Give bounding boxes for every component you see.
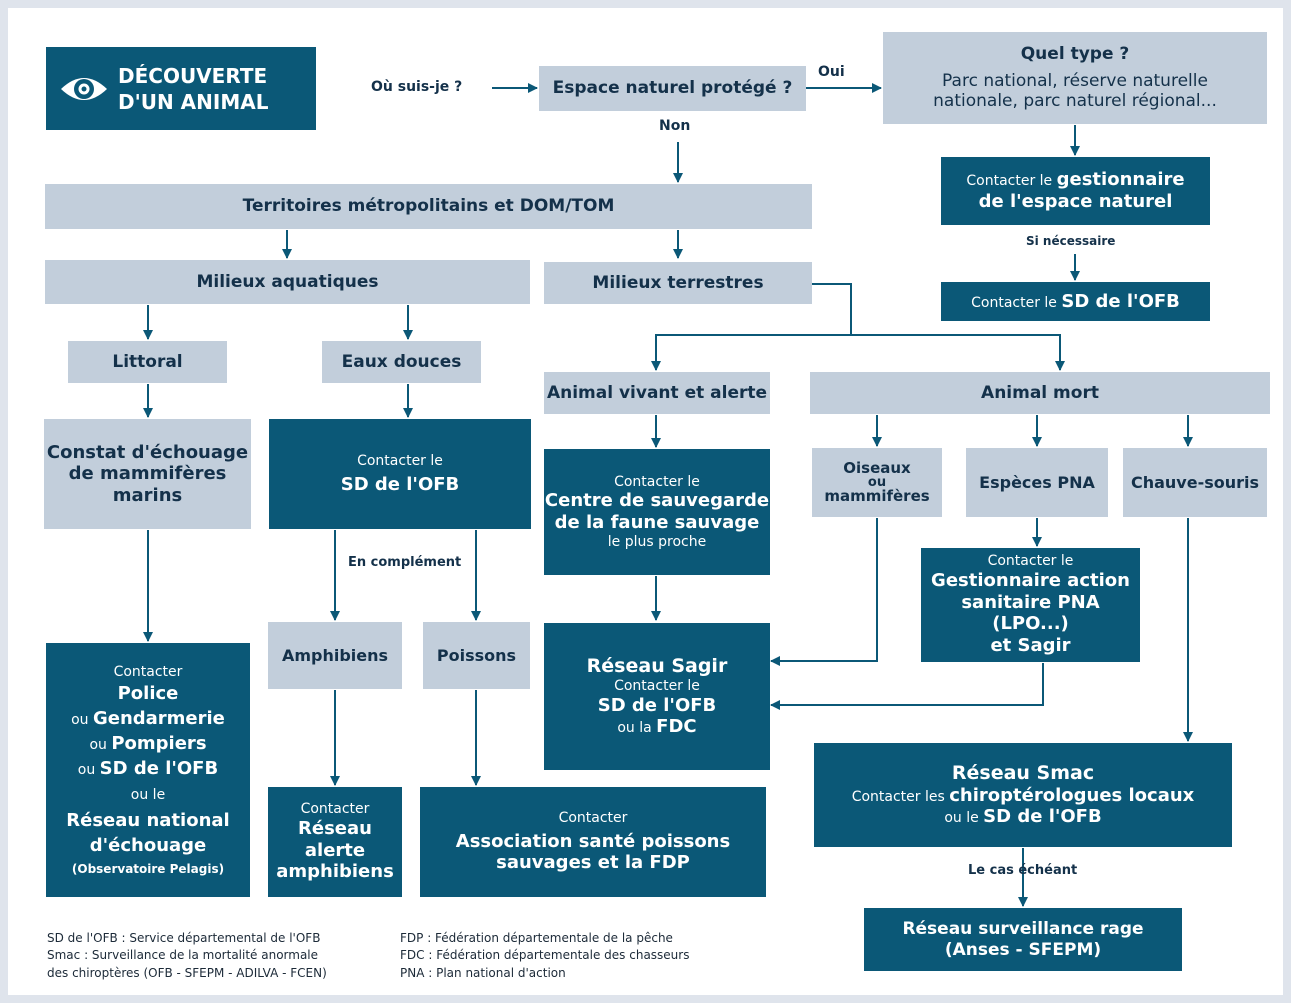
header-line1: DÉCOUVERTE bbox=[118, 63, 268, 88]
oiseaux-mammiferes-box: Oiseaux ou mammifères bbox=[812, 448, 942, 517]
centre-sauvegarde-box: Contacter le Centre de sauvegarde de la … bbox=[544, 449, 770, 575]
constat-box: Constat d'échouage de mammifères marins bbox=[44, 419, 251, 529]
eye-icon bbox=[58, 69, 110, 109]
quel-type-box: Quel type ? Parc national, réserve natur… bbox=[883, 32, 1267, 124]
association-sante-poissons-box: Contacter Association santé poissons sau… bbox=[420, 787, 766, 897]
reseau-rage-box: Réseau surveillance rage (Anses - SFEPM) bbox=[864, 908, 1182, 971]
gestionnaire-box: Contacter le gestionnaire de l'espace na… bbox=[941, 157, 1210, 225]
label-le-cas-echeant: Le cas échéant bbox=[968, 863, 1078, 878]
reseau-alerte-amphibiens-box: Contacter Réseau alerte amphibiens bbox=[268, 787, 402, 897]
animal-vivant-box: Animal vivant et alerte bbox=[544, 372, 770, 414]
label-oui: Oui bbox=[818, 64, 845, 80]
littoral-box: Littoral bbox=[68, 341, 227, 383]
legend-left: SD de l'OFB : Service départemental de l… bbox=[47, 931, 327, 980]
header-box: DÉCOUVERTE D'UN ANIMAL bbox=[46, 47, 316, 130]
milieux-terrestres-box: Milieux terrestres bbox=[544, 262, 812, 304]
label-non: Non bbox=[659, 118, 691, 134]
reseau-sagir-box: Réseau Sagir Contacter le SD de l'OFB ou… bbox=[544, 623, 770, 770]
chauve-souris-box: Chauve-souris bbox=[1123, 448, 1267, 517]
arrow-gest-to-sagir bbox=[770, 663, 1044, 710]
reseau-smac-box: Réseau Smac Contacter les chiroptérologu… bbox=[814, 743, 1232, 847]
eaux-douces-sd-box: Contacter le SD de l'OFB bbox=[269, 419, 531, 529]
gestionnaire-pna-box: Contacter le Gestionnaire action sanitai… bbox=[921, 548, 1140, 662]
eaux-douces-box: Eaux douces bbox=[322, 341, 481, 383]
espace-naturel-box: Espace naturel protégé ? bbox=[539, 66, 806, 111]
header-line2: D'UN ANIMAL bbox=[118, 89, 269, 114]
amphibiens-box: Amphibiens bbox=[268, 622, 402, 689]
police-box: Contacter Police ou Gendarmerie ou Pompi… bbox=[46, 643, 250, 897]
poissons-box: Poissons bbox=[423, 622, 530, 689]
label-si-necessaire: Si nécessaire bbox=[1026, 234, 1116, 248]
arrow-oiseaux-to-sagir bbox=[770, 518, 878, 666]
label-ou-suis-je: Où suis-je ? bbox=[371, 79, 463, 95]
animal-mort-box: Animal mort bbox=[810, 372, 1270, 414]
quel-type-title: Quel type ? bbox=[1020, 44, 1130, 65]
territoires-box: Territoires métropolitains et DOM/TOM bbox=[45, 184, 812, 229]
arrow-terre-branch-mort bbox=[851, 334, 1065, 371]
label-en-complement: En complément bbox=[348, 555, 462, 570]
milieux-aquatiques-box: Milieux aquatiques bbox=[45, 260, 530, 304]
sd-ofb-box-top: Contacter le SD de l'OFB bbox=[941, 282, 1210, 321]
legend-right: FDP : Fédération départementale de la pê… bbox=[400, 931, 690, 980]
especes-pna-box: Espèces PNA bbox=[966, 448, 1108, 517]
